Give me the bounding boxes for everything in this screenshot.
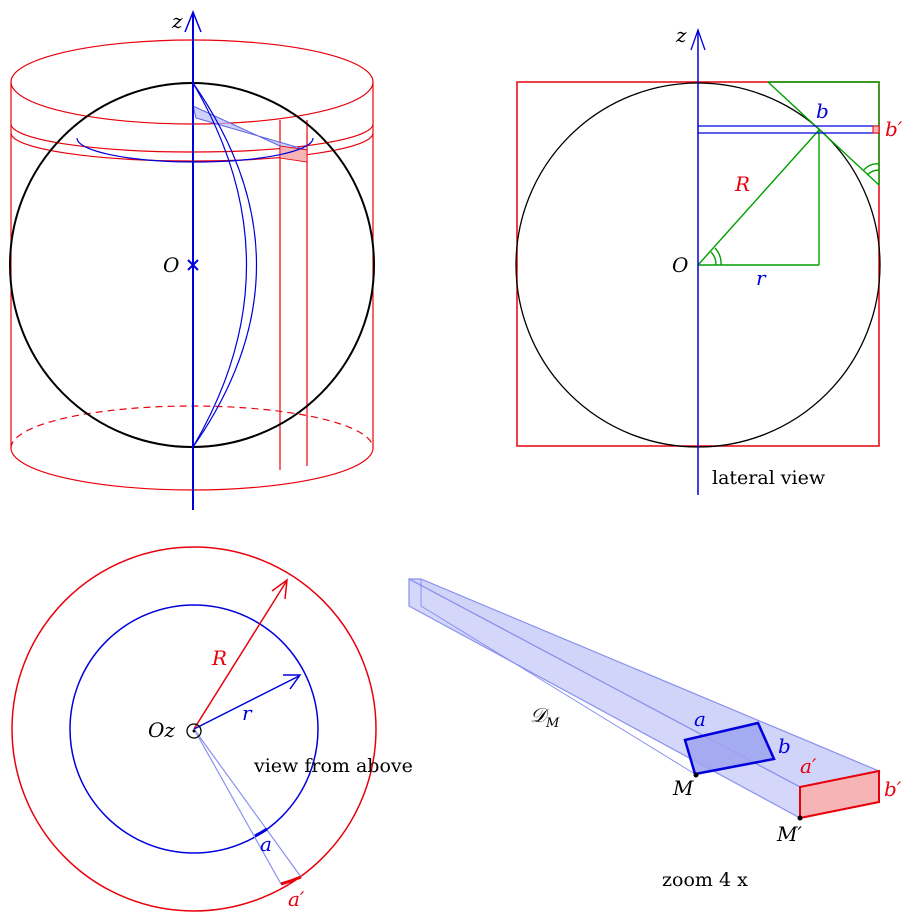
above-a-label: a [260, 832, 272, 856]
z-axis-arrow-icon [184, 9, 202, 33]
sector-ray-2 [193, 728, 302, 878]
inner-circle [69, 604, 319, 854]
radius-R-label: R [734, 172, 750, 196]
point-M-prime-dot [797, 815, 803, 821]
above-caption: view from above [253, 755, 413, 777]
point-b-label: b [816, 99, 829, 123]
origin-label: O [163, 253, 179, 277]
wedge-cap [279, 145, 308, 163]
r-arrowhead-icon [283, 674, 302, 690]
R-arrowhead-icon [271, 578, 288, 600]
panel-3d: z O [9, 9, 375, 510]
angle-arc-origin-1 [710, 251, 717, 266]
radius-R-line [697, 129, 820, 266]
zoom-a-prime-label: a′ [800, 754, 817, 778]
center-dot [192, 729, 196, 733]
domain-inner-edge [420, 605, 696, 775]
r-arrow [193, 675, 300, 730]
lateral-z-label: z [675, 23, 687, 47]
slab-cap [872, 125, 880, 134]
radius-r-label: r [756, 266, 767, 290]
origin-cross-icon [187, 259, 199, 271]
slab [698, 125, 879, 134]
lateral-caption: lateral view [712, 467, 826, 489]
zoom-a-label: a [694, 707, 706, 731]
center-marker-icon [186, 723, 202, 739]
meridians [76, 82, 314, 448]
above-a-prime-label: a′ [288, 887, 305, 911]
lateral-z-arrow-icon [690, 28, 706, 51]
tangent-frame [768, 81, 880, 185]
zoom-caption: zoom 4 x [662, 869, 748, 891]
domain-side-face [408, 578, 801, 820]
angle-arc-origin-2 [714, 247, 722, 266]
zoom-b-prime-label: b′ [884, 777, 902, 801]
center-label: Oz [148, 718, 175, 742]
z-axis-label: z [171, 9, 183, 33]
domain-label-main: 𝒟 [530, 703, 550, 727]
angle-arc-tangent-1 [863, 163, 880, 171]
angle-arc-tangent-2 [866, 169, 880, 176]
outer-circle [11, 546, 377, 912]
panel-above: Oz R r a a′ view from above [11, 546, 413, 912]
point-b-prime-label: b′ [885, 117, 903, 141]
face-ab [683, 721, 776, 776]
domain-label-sub: M [545, 716, 560, 731]
domain-label: 𝒟M [530, 703, 560, 731]
lateral-origin-label: O [672, 253, 688, 277]
above-R-label: R [211, 646, 227, 670]
panel-zoom: 𝒟M a b a′ b′ M M′ zoom 4 x [408, 578, 902, 891]
arc-a [254, 827, 268, 838]
zoom-b-label: b [778, 734, 791, 758]
zoom-M-prime-label: M′ [776, 822, 802, 846]
green-construction [697, 81, 880, 266]
arc-a-prime [280, 875, 302, 886]
sector-ray-1 [193, 728, 282, 885]
meridian-2 [192, 82, 247, 448]
R-arrow [193, 581, 287, 730]
zoom-M-label: M [672, 776, 694, 800]
parallel-circle [76, 137, 314, 163]
point-M-dot [693, 772, 699, 778]
above-r-label: r [242, 701, 253, 725]
meridian-1 [192, 82, 257, 448]
face-a-prime-b-prime [799, 769, 880, 820]
panel-lateral: z O b b′ R r lateral view [515, 23, 903, 495]
